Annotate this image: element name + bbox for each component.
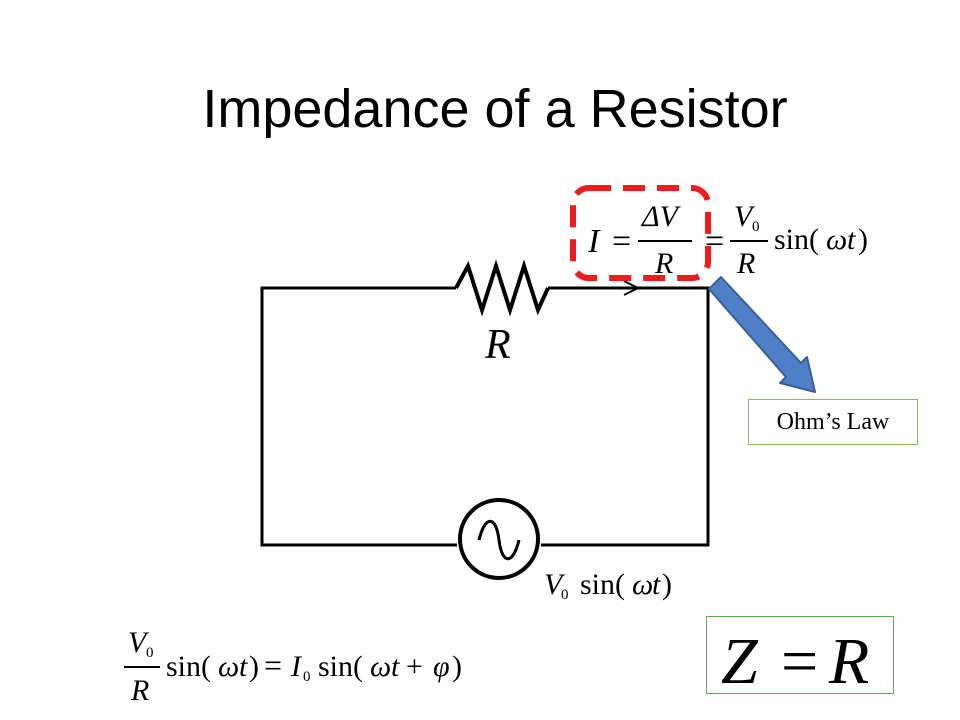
beq-equals: = — [264, 647, 282, 683]
source-label: V 0 sin( ω t ) — [544, 568, 672, 603]
beq-sin-2: sin( — [318, 650, 363, 683]
eq-resistance-2: R — [736, 247, 755, 280]
result-resistance-symbol: R — [828, 625, 869, 695]
eq-close-paren: ) — [858, 223, 868, 256]
resistor-label: R — [484, 322, 511, 368]
beq-t-2: t — [391, 650, 400, 683]
result-equals: = — [781, 625, 818, 695]
eq-t: t — [847, 223, 856, 256]
source-close-paren: ) — [662, 568, 672, 601]
beq-current-subscript: 0 — [303, 669, 311, 685]
source-t: t — [652, 568, 661, 601]
ac-source — [458, 498, 540, 580]
source-sin: sin( — [580, 568, 625, 601]
beq-close-paren-2: ) — [452, 650, 462, 683]
source-amplitude: V — [544, 568, 566, 601]
slide-title: Impedance of a Resistor — [202, 79, 788, 139]
beq-close-paren-1: ) — [249, 650, 259, 683]
eq-omega: ω — [826, 223, 847, 256]
impedance-result-box: Z = R — [706, 616, 894, 698]
eq-sin: sin( — [774, 223, 819, 256]
bottom-equation: V 0 R sin( ω t ) = I 0 sin( ω t + φ ) — [124, 626, 462, 707]
eq-resistance-1: R — [654, 247, 673, 280]
highlight-box — [570, 185, 711, 281]
impedance-result-formula: Z = R — [721, 625, 869, 698]
top-left-wire — [260, 286, 457, 547]
beq-omega-2: ω — [370, 650, 391, 683]
beq-resistance: R — [130, 674, 149, 707]
beq-omega-1: ω — [218, 650, 239, 683]
eq-voltage: V — [734, 200, 756, 233]
eq-voltage-subscript: 0 — [752, 219, 760, 235]
top-right-wire — [541, 286, 710, 547]
beq-plus: + — [406, 650, 423, 683]
beq-phi: φ — [433, 650, 450, 683]
eq-delta-v: ΔV — [641, 200, 682, 233]
source-amplitude-subscript: 0 — [561, 587, 569, 603]
callout-arrow-icon — [708, 276, 816, 393]
top-equation: I = ΔV R = V 0 R sin( ω t ) — [587, 200, 868, 280]
beq-sin-1: sin( — [166, 650, 211, 683]
eq-equals-1: = — [612, 223, 631, 260]
eq-current-symbol: I — [587, 223, 601, 260]
beq-current-amplitude: I — [290, 650, 303, 683]
circuit-wires — [260, 286, 710, 547]
beq-voltage-subscript: 0 — [146, 645, 154, 661]
current-arrow-icon — [623, 280, 641, 296]
beq-t-1: t — [239, 650, 248, 683]
ohms-law-callout: Ohm’s Law — [748, 399, 918, 445]
source-omega: ω — [632, 568, 653, 601]
sine-wave-icon — [477, 519, 521, 561]
ohms-law-label: Ohm’s Law — [776, 408, 890, 435]
beq-voltage: V — [128, 626, 150, 659]
resistor-symbol — [454, 259, 550, 317]
result-impedance-symbol: Z — [721, 625, 759, 695]
